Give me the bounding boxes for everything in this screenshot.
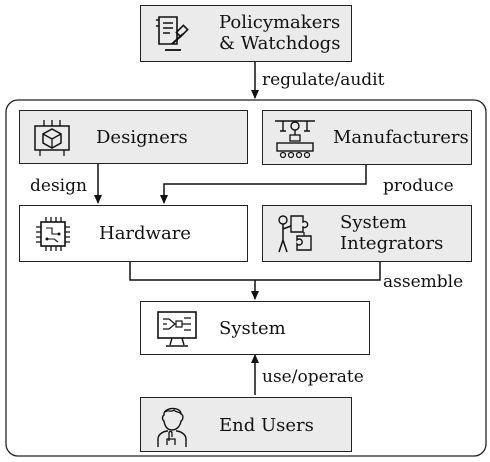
designers-label: Designers — [96, 127, 188, 148]
designers-node: Designers — [19, 110, 248, 164]
end-users-node: End Users — [140, 397, 352, 452]
end-users-label: End Users — [219, 415, 314, 436]
system-node: System — [140, 301, 370, 355]
use-label: use/operate — [262, 367, 364, 387]
produce-label: produce — [383, 176, 454, 196]
user-thinking-icon — [157, 407, 187, 447]
regulate-label: regulate/audit — [262, 70, 385, 90]
hardware-label: Hardware — [99, 223, 191, 244]
policymakers-label: Policymakers & Watchdogs — [219, 12, 341, 54]
produce-arrow — [160, 165, 367, 204]
assemble-line — [129, 262, 381, 281]
assemble-label: assemble — [383, 272, 464, 292]
gavel-document-icon — [156, 16, 189, 51]
system-label: System — [219, 318, 286, 339]
monitor-flowchart-icon — [157, 311, 197, 347]
chip-blueprint-icon — [34, 120, 70, 156]
integrators-label: System Integrators — [340, 212, 444, 254]
hardware-node: Hardware — [19, 205, 248, 262]
policymakers-node: Policymakers & Watchdogs — [140, 5, 352, 62]
integrators-node: System Integrators — [262, 205, 472, 262]
manufacturers-label: Manufacturers — [333, 127, 469, 148]
design-label: design — [30, 176, 87, 196]
microchip-icon — [36, 217, 70, 251]
manufacturers-node: Manufacturers — [262, 110, 472, 165]
puzzle-person-icon — [278, 215, 312, 253]
factory-robot-icon — [275, 120, 315, 159]
ecosystem-frame — [5, 99, 487, 457]
